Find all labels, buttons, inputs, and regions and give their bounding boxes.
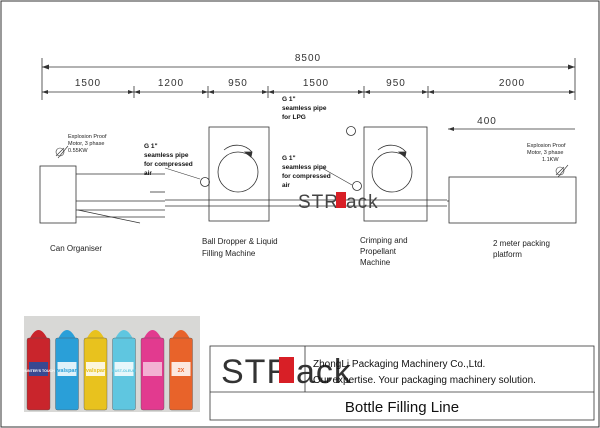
crimping-machine-drawing xyxy=(363,126,428,222)
pipe-air-1-line-2: seamless pipe xyxy=(144,152,189,159)
spray-can: valspar xyxy=(55,330,79,411)
svg-text:ack: ack xyxy=(346,192,379,213)
company-slogan: Our expertise. Your packaging machinery … xyxy=(313,375,536,386)
conveyor xyxy=(165,199,447,207)
pipe-lpg-line-2: seamless pipe xyxy=(282,105,327,112)
pipe-air-1-line-1: G 1" xyxy=(144,143,158,150)
spray-can xyxy=(140,330,165,411)
motor-right-line-3: 1.1KW xyxy=(542,157,559,163)
spray-can: RUST-OLEUM xyxy=(112,330,136,411)
pipe-lpg-line-1: G 1" xyxy=(282,96,296,103)
pipe-lpg-line-3: for LPG xyxy=(282,114,306,121)
motor-right-line-2: Motor, 3 phase xyxy=(527,150,563,156)
dimension-segment-1: 1500 xyxy=(75,78,101,89)
watermark-p-mark xyxy=(336,192,346,208)
label-ball-dropper-line-2: Filling Machine xyxy=(202,249,256,258)
company-logo: STR ack xyxy=(221,353,352,391)
spray-can: valspar xyxy=(83,330,108,411)
pipe-air-1-line-3: for compressed xyxy=(144,161,193,168)
label-crimping-line-3: Machine xyxy=(360,258,391,267)
dimension-arrows xyxy=(42,64,575,131)
leader-lines xyxy=(164,167,353,186)
dimension-offset: 400 xyxy=(477,116,497,127)
motor-icon-left xyxy=(55,145,69,159)
label-ball-dropper-line-1: Ball Dropper & Liquid xyxy=(202,237,278,246)
label-crimping-line-1: Crimping and xyxy=(360,236,408,245)
company-name: ZhongLi Packaging Machinery Co.,Ltd. xyxy=(313,359,485,370)
footer-title: Bottle Filling Line xyxy=(345,399,459,416)
lpg-inlet xyxy=(346,126,356,136)
spray-can-label: RUST-OLEUM xyxy=(112,369,136,373)
pipe-air-2-line-4: air xyxy=(282,182,290,189)
motor-icon-right xyxy=(555,164,569,178)
pipe-air-2-line-3: for compressed xyxy=(282,173,331,180)
title-block xyxy=(209,345,595,421)
packing-platform-drawing xyxy=(447,176,577,224)
svg-text:STR: STR xyxy=(298,192,339,213)
motor-left-line-3: 0.55KW xyxy=(68,148,88,154)
can-organiser-drawing xyxy=(39,165,165,224)
motor-left-line-2: Motor, 3 phase xyxy=(68,141,104,147)
ball-dropper-machine-drawing xyxy=(208,126,270,222)
pipe-air-2-line-1: G 1" xyxy=(282,155,296,162)
spray-can-label: valspar xyxy=(86,368,106,374)
dimension-segment-5: 950 xyxy=(386,78,406,89)
motor-right-line-1: Explosion Proof xyxy=(527,143,566,149)
label-platform-line-1: 2 meter packing xyxy=(493,239,550,248)
label-crimping-line-2: Propellant xyxy=(360,247,397,256)
pipe-air-1-line-4: air xyxy=(144,170,152,177)
label-platform-line-2: platform xyxy=(493,250,522,259)
dimension-total: 8500 xyxy=(295,53,321,64)
motor-left-line-1: Explosion Proof xyxy=(68,134,107,140)
spray-can-label: 2X xyxy=(178,368,185,374)
dimension-segment-2: 1200 xyxy=(158,78,184,89)
spray-can-label: valspar xyxy=(57,368,77,374)
spray-can-label: PAINTER'S TOUCH xyxy=(22,369,55,373)
spray-can: 2X xyxy=(169,330,193,411)
spray-can: PAINTER'S TOUCH xyxy=(22,330,55,411)
logo-p-mark xyxy=(279,357,294,383)
svg-text:ack: ack xyxy=(296,353,352,391)
dimension-segment-6: 2000 xyxy=(499,78,525,89)
pipe-air-2-line-2: seamless pipe xyxy=(282,164,327,171)
air-inlet-2 xyxy=(352,181,362,191)
watermark-logo: STR ack xyxy=(298,192,379,213)
label-can-organiser: Can Organiser xyxy=(50,244,102,253)
dimension-segment-3: 950 xyxy=(228,78,248,89)
air-inlet-1 xyxy=(200,177,210,187)
dimension-segment-4: 1500 xyxy=(303,78,329,89)
